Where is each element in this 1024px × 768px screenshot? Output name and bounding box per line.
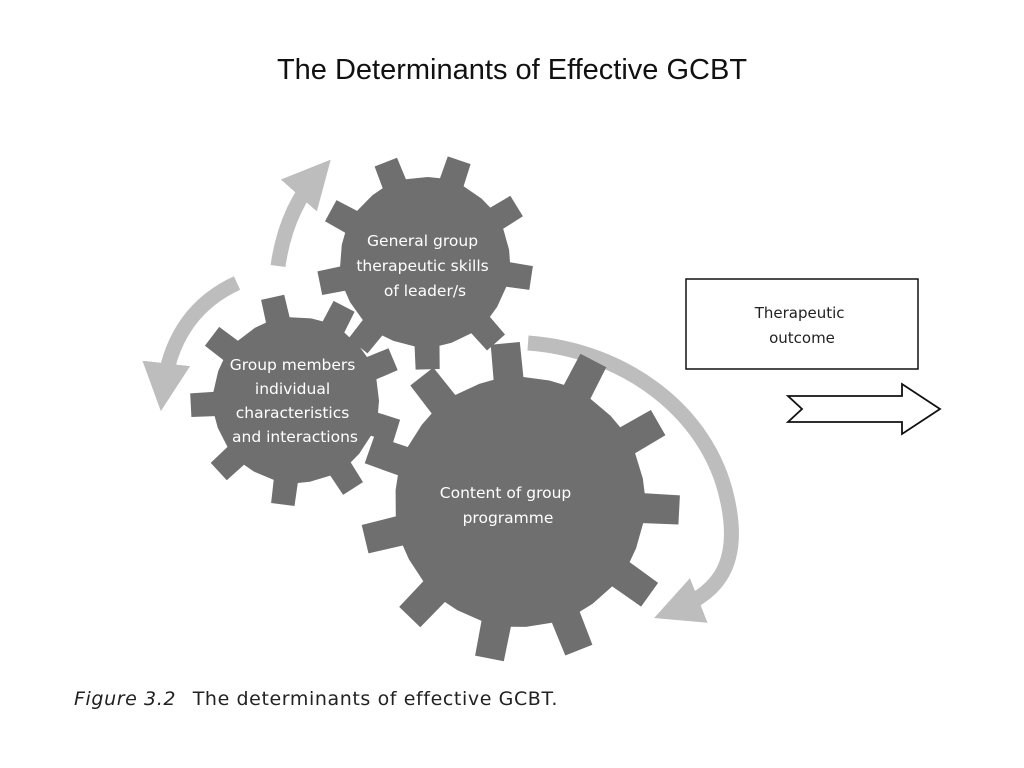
gear-leader-label: General group therapeutic skills of lead… (356, 232, 493, 300)
outcome-box-frame (685, 278, 919, 370)
gear-members-line-4: and interactions (232, 428, 358, 446)
caption-figure-number: Figure 3.2 (74, 688, 177, 710)
gear-leader-skills: General group therapeutic skills of lead… (317, 156, 533, 370)
gear-leader-line-1: General group (367, 232, 478, 250)
gear-leader-shape (317, 156, 533, 370)
gear-content-shape (361, 342, 680, 662)
figure-caption: Figure 3.2 The determinants of effective… (74, 688, 558, 710)
gear-members-line-1: Group members (230, 356, 356, 374)
cycle-arrow-members-to-leader (270, 159, 331, 268)
gear-members-shape (190, 294, 401, 506)
outcome-line-1: Therapeutic (754, 304, 845, 322)
gear-members-label: Group members individual characteristics… (230, 356, 361, 446)
gear-members-line-3: characteristics (236, 404, 350, 422)
gear-content-label: Content of group programme (440, 484, 576, 527)
outcome-label: Therapeutic outcome (754, 304, 850, 347)
cycle-arrow-leader-to-members (142, 276, 241, 412)
outcome-box: Therapeutic outcome (685, 278, 919, 370)
gear-leader-line-3: of leader/s (384, 282, 466, 300)
gear-content-line-1: Content of group (440, 484, 571, 502)
gear-leader-line-2: therapeutic skills (356, 257, 488, 275)
gear-content-programme: Content of group programme (361, 342, 680, 662)
gear-members-characteristics: Group members individual characteristics… (190, 294, 401, 506)
outcome-line-2: outcome (769, 329, 835, 347)
caption-text: The determinants of effective GCBT. (192, 688, 559, 710)
cycle-arrow-content-outer (527, 335, 739, 623)
outcome-arrow (785, 382, 942, 436)
gear-members-line-2: individual (255, 380, 330, 398)
gear-content-line-2: programme (463, 509, 554, 527)
slide-title: The Determinants of Effective GCBT (276, 54, 748, 86)
